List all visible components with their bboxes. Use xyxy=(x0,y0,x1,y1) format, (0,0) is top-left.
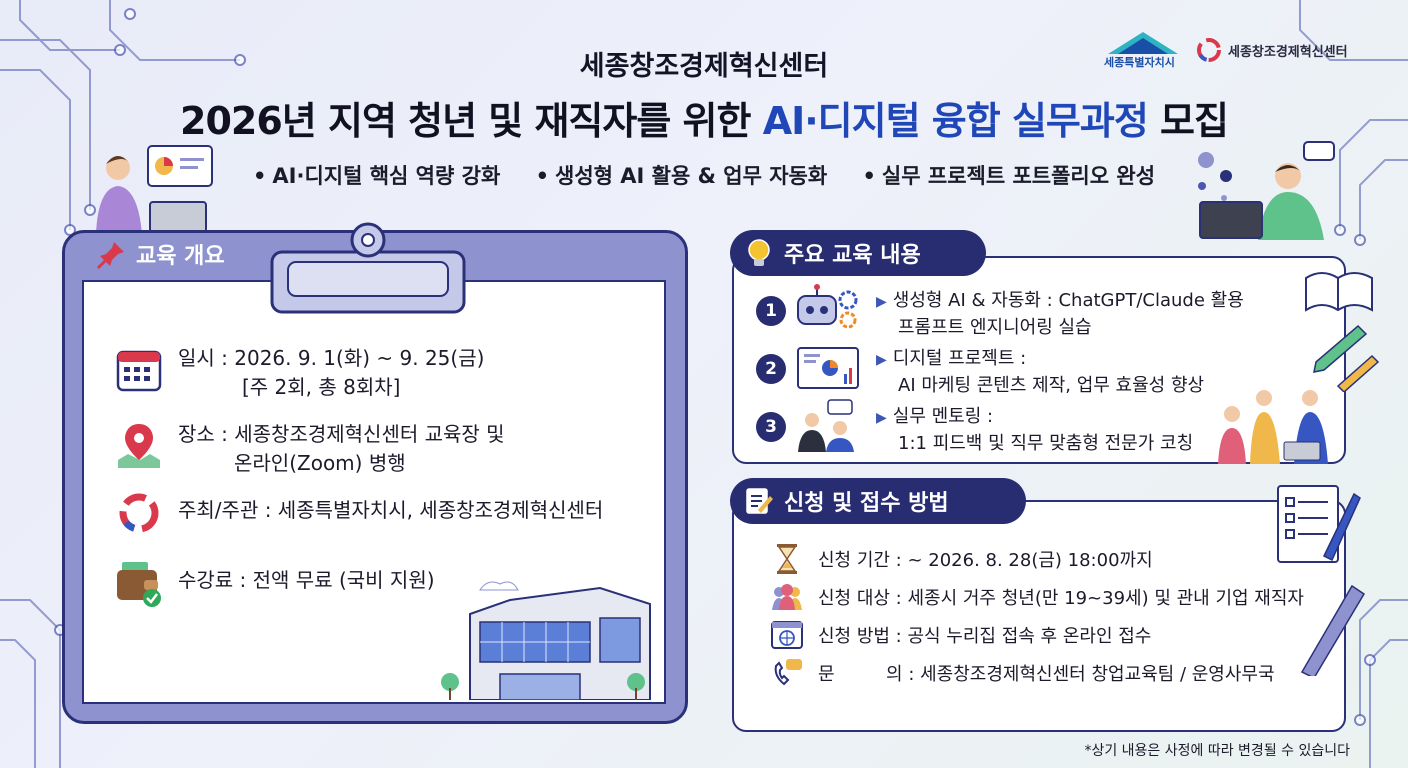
place-online: 온라인(Zoom) 병행 xyxy=(234,451,406,475)
man-laptop-illustration xyxy=(1198,141,1335,240)
apply-contact-text: 문 의 : 세종창조경제혁신센터 창업교육팀 / 운영사무국 xyxy=(818,664,1275,685)
checklist-pencil-illustration xyxy=(1277,485,1366,676)
calendar-icon xyxy=(116,350,162,392)
content-item-2: ▶ 디지털 프로젝트 : AI 마케팅 콘텐츠 제작, 업무 효율성 향상 xyxy=(876,346,1204,398)
book-pencil-illustration xyxy=(1305,272,1380,392)
center-logo-text: 세종창조경제혁신센터 xyxy=(1228,44,1348,60)
content-item-3-line1: 실무 멘토링 : xyxy=(892,406,994,427)
edit-document-icon xyxy=(746,488,773,514)
apply-target-row: 신청 대상 : 세종시 거주 청년(만 19~39세) 및 관내 기업 재직자 xyxy=(770,580,1304,614)
schedule-sessions: [주 2회, 총 8회차] xyxy=(242,375,401,399)
content-item-2-line1: 디지털 프로젝트 : xyxy=(892,348,1027,369)
content-title: 주요 교육 내용 xyxy=(730,230,986,276)
pin-icon xyxy=(96,242,124,270)
center-logo: 세종창조경제혁신센터 xyxy=(1196,36,1376,64)
key-point: AI·디지털 핵심 역량 강화 xyxy=(253,164,500,188)
host-row: 주최/주관 : 세종특별자치시, 세종창조경제혁신센터 xyxy=(114,488,603,538)
map-pin-icon xyxy=(118,424,160,468)
fee-row: 수강료 : 전액 무료 (국비 지원) xyxy=(114,558,435,608)
footnote: *상기 내용은 사정에 따라 변경될 수 있습니다 xyxy=(1084,743,1350,759)
title-suffix: 모집 xyxy=(1147,99,1229,143)
hourglass-icon xyxy=(777,544,797,574)
apply-method-row: 신청 방법 : 공식 누리집 접속 후 온라인 접수 xyxy=(770,618,1151,652)
header-org: 세종창조경제혁신센터 xyxy=(579,51,829,82)
building-illustration xyxy=(441,581,651,700)
key-point: 생성형 AI 활용 & 업무 자동화 xyxy=(536,164,828,188)
content-title-text: 주요 교육 내용 xyxy=(784,243,921,268)
content-item-3: ▶ 실무 멘토링 : 1:1 피드백 및 직무 맞춤형 전문가 코칭 xyxy=(876,404,1193,456)
phone-chat-icon xyxy=(774,659,802,686)
sejong-city-logo: 세종특별자치시 xyxy=(1100,28,1186,72)
content-item-1: ▶ 생성형 AI & 자동화 : ChatGPT/Claude 활용 프롬프트 엔… xyxy=(876,288,1244,340)
triangle-icon: ▶ xyxy=(876,352,887,368)
triangle-icon: ▶ xyxy=(876,294,887,310)
apply-panel xyxy=(732,500,1346,732)
host-text: 주최/주관 : 세종특별자치시, 세종창조경제혁신센터 xyxy=(178,498,604,522)
dashboard-icon xyxy=(797,347,859,389)
apply-target-text: 신청 대상 : 세종시 거주 청년(만 19~39세) 및 관내 기업 재직자 xyxy=(818,588,1304,609)
center-logo-icon xyxy=(1197,38,1221,62)
organization-logo-icon xyxy=(119,493,159,533)
apply-method-text: 신청 방법 : 공식 누리집 접속 후 온라인 접수 xyxy=(818,626,1152,647)
item-number: 2 xyxy=(756,354,786,384)
overview-title-text: 교육 개요 xyxy=(136,244,225,269)
item-number: 1 xyxy=(756,296,786,326)
mentoring-icon xyxy=(798,399,854,452)
team-meeting-illustration xyxy=(1218,390,1328,464)
apply-contact-row: 문 의 : 세종창조경제혁신센터 창업교육팀 / 운영사무국 xyxy=(770,656,1275,690)
schedule-text: 일시 : 2026. 9. 1(화) ~ 9. 25(금) xyxy=(178,346,485,370)
lightbulb-icon xyxy=(748,239,770,266)
web-browser-icon xyxy=(771,621,803,649)
apply-period-text: 신청 기간 : ~ 2026. 8. 28(금) 18:00까지 xyxy=(818,550,1153,571)
sejong-logo-icon xyxy=(1108,32,1178,54)
apply-title-text: 신청 및 접수 방법 xyxy=(784,491,949,516)
content-item-1-line2: 프롬프트 엔지니어링 실습 xyxy=(898,317,1092,338)
key-points: AI·디지털 핵심 역량 강화 생성형 AI 활용 & 업무 자동화 실무 프로… xyxy=(0,160,1408,190)
title-prefix: 2026년 지역 청년 및 재직자를 위한 xyxy=(180,99,763,143)
key-point: 실무 프로젝트 포트폴리오 완성 xyxy=(862,164,1155,188)
sejong-city-logo-text: 세종특별자치시 xyxy=(1104,56,1175,69)
clipboard-clip xyxy=(270,222,466,314)
item-number: 3 xyxy=(756,412,786,442)
content-item-1-line1: 생성형 AI & 자동화 : ChatGPT/Claude 활용 xyxy=(892,290,1244,311)
apply-title: 신청 및 접수 방법 xyxy=(730,478,1026,524)
triangle-icon: ▶ xyxy=(876,410,887,426)
page-title: 2026년 지역 청년 및 재직자를 위한 AI·디지털 융합 실무과정 모집 xyxy=(0,90,1408,145)
content-item-2-line2: AI 마케팅 콘텐츠 제작, 업무 효율성 향상 xyxy=(898,375,1205,396)
robot-gear-icon xyxy=(797,284,858,329)
woman-laptop-illustration xyxy=(96,145,213,234)
wallet-icon xyxy=(117,562,161,607)
content-item-3-line2: 1:1 피드백 및 직무 맞춤형 전문가 코칭 xyxy=(898,433,1194,454)
schedule-row: 일시 : 2026. 9. 1(화) ~ 9. 25(금) [주 2회, 총 8회… xyxy=(114,344,484,402)
people-group-icon xyxy=(772,584,802,610)
overview-title: 교육 개요 xyxy=(96,238,225,270)
apply-period-row: 신청 기간 : ~ 2026. 8. 28(금) 18:00까지 xyxy=(770,542,1153,576)
fee-text: 수강료 : 전액 무료 (국비 지원) xyxy=(178,568,435,592)
title-highlight: AI·디지털 융합 실무과정 xyxy=(762,99,1149,143)
place-text: 장소 : 세종창조경제혁신센터 교육장 및 xyxy=(178,422,505,446)
